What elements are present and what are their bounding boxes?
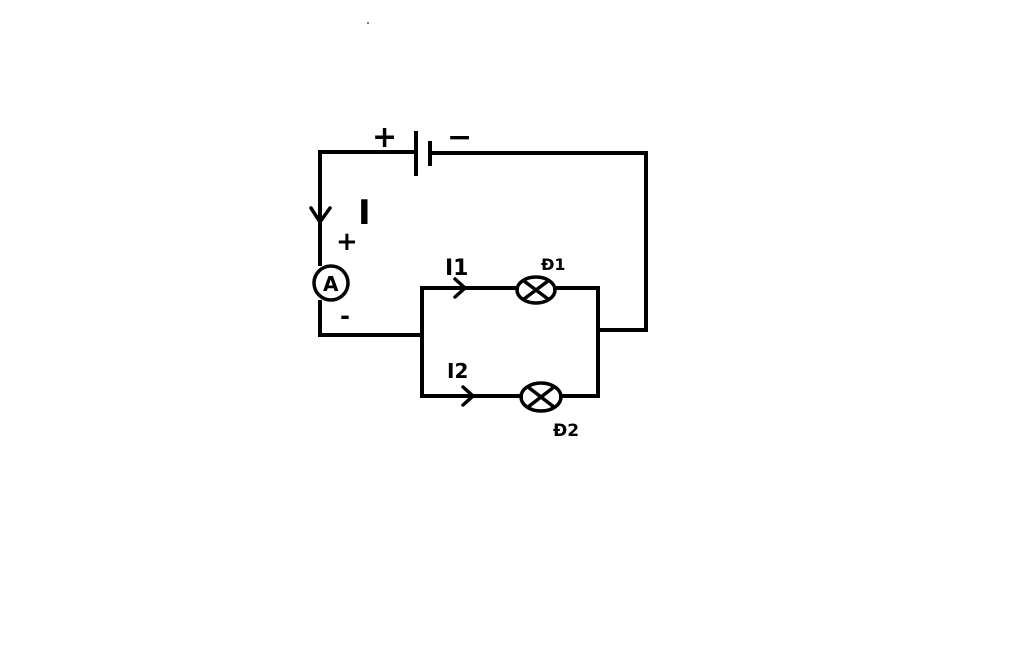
battery-minus-label: − (447, 120, 472, 155)
lamp-1-label: Đ1 (541, 255, 566, 274)
top-branch-arrow (453, 277, 468, 299)
ammeter-symbol-label: A (323, 272, 339, 296)
ammeter-plus-label: + (336, 227, 358, 257)
main-current-label: I (358, 193, 371, 233)
main-current-arrow (309, 206, 332, 226)
top-branch-current-label: I1 (445, 256, 469, 281)
wire-left-vertical-lower (318, 300, 424, 337)
ammeter-minus-label: - (340, 302, 350, 330)
bottom-branch-current-label: I2 (447, 359, 468, 383)
wire-battery-right (428, 151, 648, 332)
lamp-2-icon (519, 381, 563, 413)
bottom-branch-arrow (461, 385, 476, 407)
stray-dot (367, 22, 369, 24)
ammeter-icon (312, 264, 350, 302)
lamp-1-icon (515, 275, 557, 305)
lamp-2-label: Đ2 (553, 421, 579, 441)
battery-plus-label: + (372, 120, 397, 155)
